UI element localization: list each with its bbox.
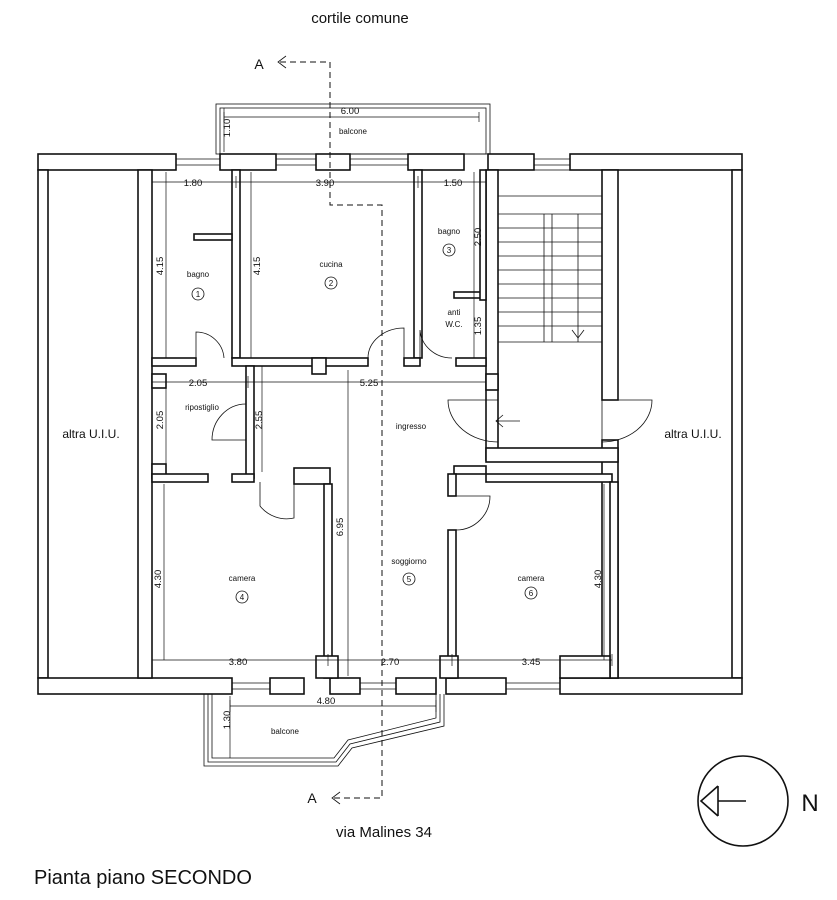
room-number-circle-3: [442, 243, 456, 257]
north-arrow-icon: [697, 755, 789, 847]
balcone-bottom-label: balcone: [271, 727, 300, 736]
room-number-5: 5: [407, 575, 412, 584]
room-number-circle-6: [524, 586, 538, 600]
dim-soggiorno-height: 6.95: [335, 518, 346, 537]
exterior-walls: [37, 153, 743, 695]
doors: [195, 327, 491, 531]
top-street-label: cortile comune: [311, 10, 409, 27]
right-unit-label: altra U.I.U.: [664, 427, 721, 441]
north-label: N: [801, 790, 818, 817]
section-marker-top: A: [254, 56, 264, 72]
balcony-bottom: [203, 694, 445, 767]
room-number-circle-5: [402, 572, 416, 586]
room-number-circle-1: [191, 287, 205, 301]
dim-camera4-height: 4.30: [153, 570, 164, 589]
dim-balcone-top-width: 6.00: [341, 106, 360, 117]
entrance-arrow-icon: [495, 414, 520, 428]
room-number-3: 3: [447, 246, 452, 255]
dim-balcone-top-depth: 1.10: [222, 119, 233, 138]
stairwell: [447, 169, 653, 463]
dim-bagno3-height: 2.50: [473, 228, 484, 247]
dim-balcone-bottom-width: 4.80: [317, 696, 336, 707]
dim-anti-height: 1.35: [473, 317, 484, 336]
dim-ripostiglio-width: 2.05: [189, 378, 208, 389]
room-bagno-1-label: bagno: [187, 270, 210, 279]
stair-treads: [498, 213, 602, 327]
dim-cucina-width: 3.90: [316, 178, 335, 189]
dimension-lines: [151, 172, 613, 676]
dim-bagno3-width: 1.50: [444, 178, 463, 189]
room-bagno-3-label: bagno: [438, 227, 461, 236]
room-number-6: 6: [529, 589, 534, 598]
room-anti-label: anti: [448, 308, 461, 317]
dim-camera4-width: 3.80: [229, 657, 248, 668]
room-number-4: 4: [240, 593, 245, 602]
dim-corridor-width: 5.25: [360, 378, 379, 389]
bottom-street-label: via Malines 34: [336, 824, 432, 841]
dim-soggiorno-width: 2.70: [381, 657, 400, 668]
plan-title: Pianta piano SECONDO: [34, 867, 252, 889]
left-unit-label: altra U.I.U.: [62, 427, 119, 441]
dim-cucina-height: 4.15: [252, 257, 263, 276]
room-ingresso-label: ingresso: [396, 422, 427, 431]
balcone-top-label: balcone: [339, 127, 368, 136]
room-number-1: 1: [196, 290, 201, 299]
room-ripostiglio-label: ripostiglio: [185, 403, 219, 412]
room-number-2: 2: [329, 279, 334, 288]
dim-corridor-height: 2.55: [254, 411, 265, 430]
room-camera-6-label: camera: [518, 574, 545, 583]
dim-camera6-height: 4.30: [593, 570, 604, 589]
section-line: [277, 55, 383, 805]
interior-walls: [151, 169, 619, 679]
section-marker-bottom: A: [307, 790, 317, 806]
dim-camera6-width: 3.45: [522, 657, 541, 668]
balcony-top: [215, 103, 491, 155]
room-number-circle-4: [235, 590, 249, 604]
room-number-circle-2: [324, 276, 338, 290]
room-wc-label: W.C.: [445, 320, 462, 329]
dim-bagno1-height: 4.15: [155, 257, 166, 276]
room-cucina-label: cucina: [319, 260, 343, 269]
neighbour-units: [137, 169, 619, 679]
dim-balcone-bottom-depth: 1.30: [222, 711, 233, 730]
dim-ripostiglio-height: 2.05: [155, 411, 166, 430]
room-camera-4-label: camera: [229, 574, 256, 583]
dim-bagno1-width: 1.80: [184, 178, 203, 189]
room-soggiorno-label: soggiorno: [391, 557, 427, 566]
